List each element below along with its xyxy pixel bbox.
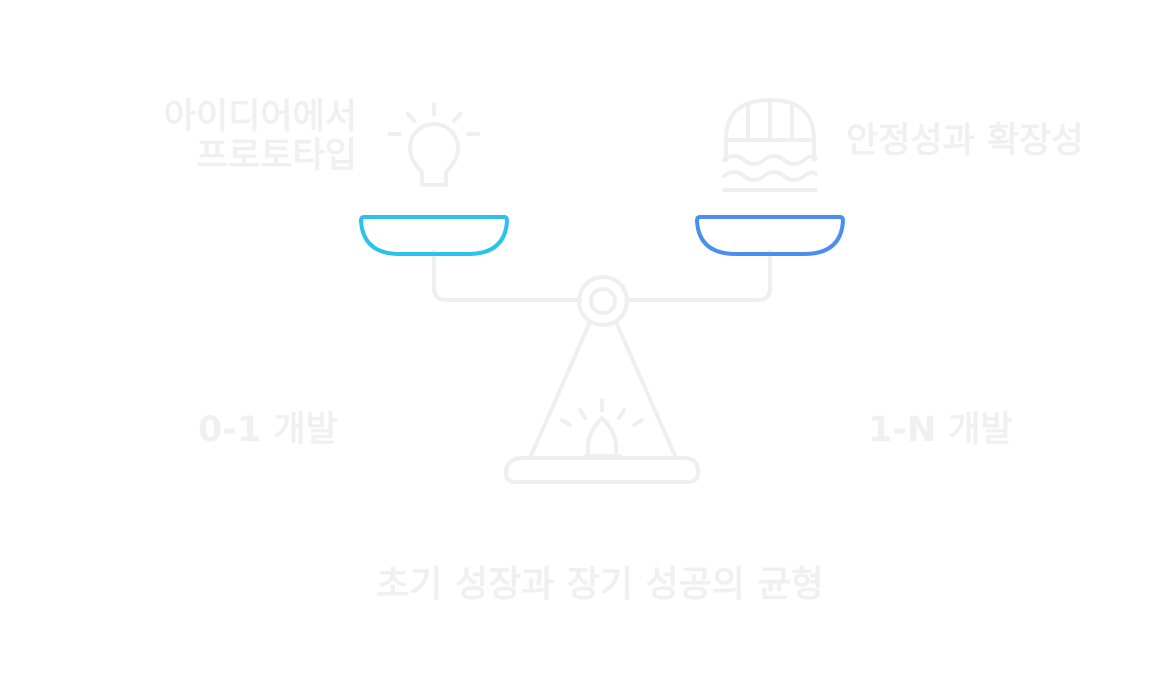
idea-to-prototype-line2: 프로토타입 [195, 136, 357, 177]
idea-to-prototype-label: 아이디어에서 프로토타입 [163, 97, 357, 177]
one-to-n-label: 1-N 개발 [868, 410, 1013, 450]
diagram-caption: 초기 성장과 장기 성공의 균형 [376, 564, 824, 605]
idea-to-prototype-line1: 아이디어에서 [163, 97, 357, 137]
left-pan [359, 215, 509, 256]
zero-to-one-label: 0-1 개발 [198, 410, 338, 450]
lightbulb-icon [388, 102, 480, 187]
right-pan [695, 215, 845, 256]
stability-scalability-label: 안정성과 확장성 [846, 121, 1084, 161]
stable-dome-icon [722, 98, 818, 192]
balance-beam [432, 250, 772, 484]
alarm-light-icon [560, 398, 644, 458]
